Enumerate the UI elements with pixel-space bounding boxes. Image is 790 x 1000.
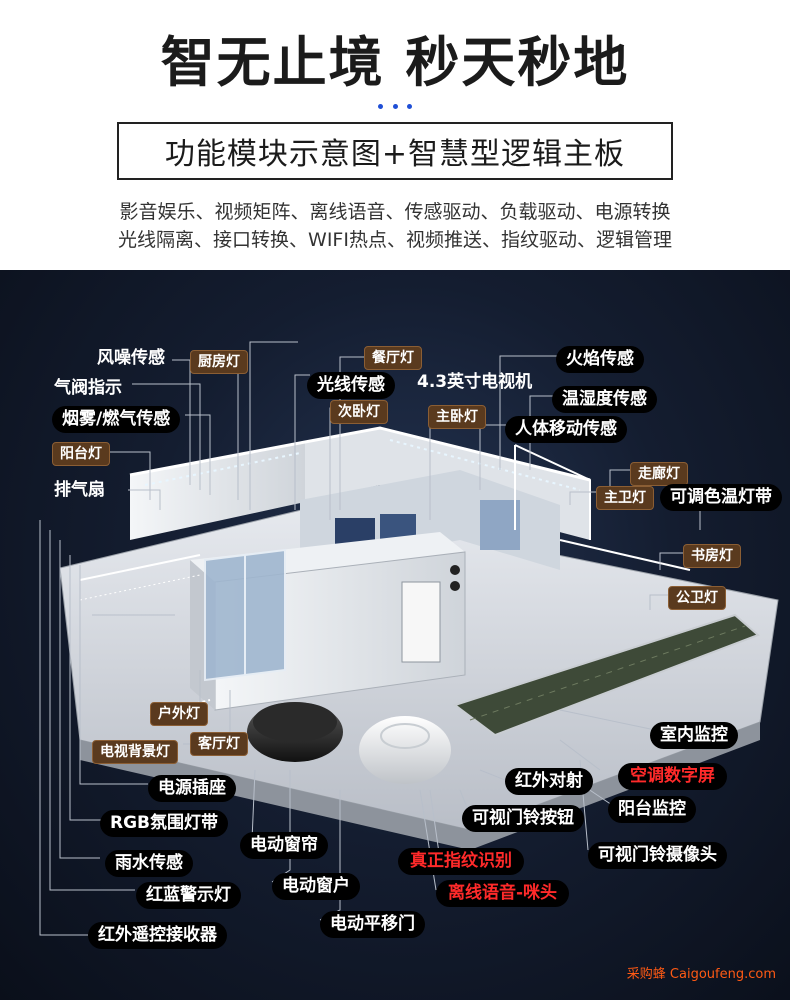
label-shufang: 书房灯: [683, 544, 741, 568]
label-fengzao: 风噪传感: [97, 348, 165, 368]
label-wenshidu: 温湿度传感: [552, 386, 657, 413]
label-ciwo: 次卧灯: [330, 400, 388, 424]
label-menling-an: 可视门铃按钮: [462, 805, 584, 832]
label-hongwai-ds: 红外对射: [505, 768, 593, 795]
label-pingyi: 电动平移门: [320, 911, 425, 938]
garden-strip: [452, 613, 760, 737]
label-canting: 餐厅灯: [364, 346, 422, 370]
watermark: 采购蜂 Caigoufeng.com: [626, 967, 776, 982]
front-door: [401, 581, 441, 663]
label-jingshi: 红蓝警示灯: [136, 882, 241, 909]
label-huwai: 户外灯: [150, 702, 208, 726]
header-section: 智无止境 秒天秒地 功能模块示意图+智慧型逻辑主板 影音娱乐、视频矩阵、离线语音…: [0, 0, 790, 270]
label-rgb: RGB氛围灯带: [100, 810, 229, 837]
label-qifa: 气阀指示: [54, 378, 122, 398]
label-yangtai-deng: 阳台灯: [52, 442, 110, 466]
label-yangtai-jk: 阳台监控: [608, 796, 696, 823]
label-chuanglian: 电动窗帘: [240, 832, 328, 859]
back-wall-left: [130, 442, 305, 540]
subtitle-box: 功能模块示意图+智慧型逻辑主板: [117, 122, 673, 180]
label-yushui: 雨水传感: [105, 850, 193, 877]
label-tiaose: 可调色温灯带: [660, 484, 782, 511]
label-guangxian: 光线传感: [307, 372, 395, 399]
label-zhiwen: 真正指纹识别: [398, 848, 524, 875]
label-chufang: 厨房灯: [190, 350, 248, 374]
label-shinei: 室内监控: [650, 722, 738, 749]
label-zhuwo: 主卧灯: [428, 405, 486, 429]
label-dianshi-bj: 电视背景灯: [92, 740, 178, 764]
label-menling-sx: 可视门铃摄像头: [588, 842, 727, 869]
label-gongwei: 公卫灯: [668, 586, 726, 610]
features-line-2: 光线隔离、接口转换、WIFI热点、视频推送、指纹驱动、逻辑管理: [118, 229, 672, 251]
label-huoyan: 火焰传感: [556, 346, 644, 373]
label-yaokong: 红外遥控接收器: [88, 922, 227, 949]
label-zoulang: 走廊灯: [630, 462, 688, 486]
label-zhuwei: 主卫灯: [596, 486, 654, 510]
module-diagram: 风噪传感 厨房灯 餐厅灯 火焰传感 气阀指示 光线传感 4.3英寸电视机 温湿度…: [0, 270, 790, 1000]
label-dianyuan: 电源插座: [148, 775, 236, 802]
white-speaker: [359, 716, 451, 784]
label-yanwu: 烟雾/燃气传感: [52, 406, 181, 433]
label-chuanghu: 电动窗户: [272, 873, 360, 900]
label-kehu: 客厅灯: [190, 732, 248, 756]
label-renti: 人体移动传感: [505, 416, 627, 443]
label-tv43: 4.3英寸电视机: [417, 372, 533, 392]
divider-dots: [378, 104, 412, 110]
page-title: 智无止境 秒天秒地: [160, 31, 630, 94]
features-line-1: 影音娱乐、视频矩阵、离线语音、传感驱动、负载驱动、电源转换: [119, 201, 671, 223]
label-kongtiao: 空调数字屏: [618, 763, 727, 790]
label-lixian: 离线语音-咪头: [436, 880, 570, 907]
label-paiqi: 排气扇: [54, 480, 105, 500]
